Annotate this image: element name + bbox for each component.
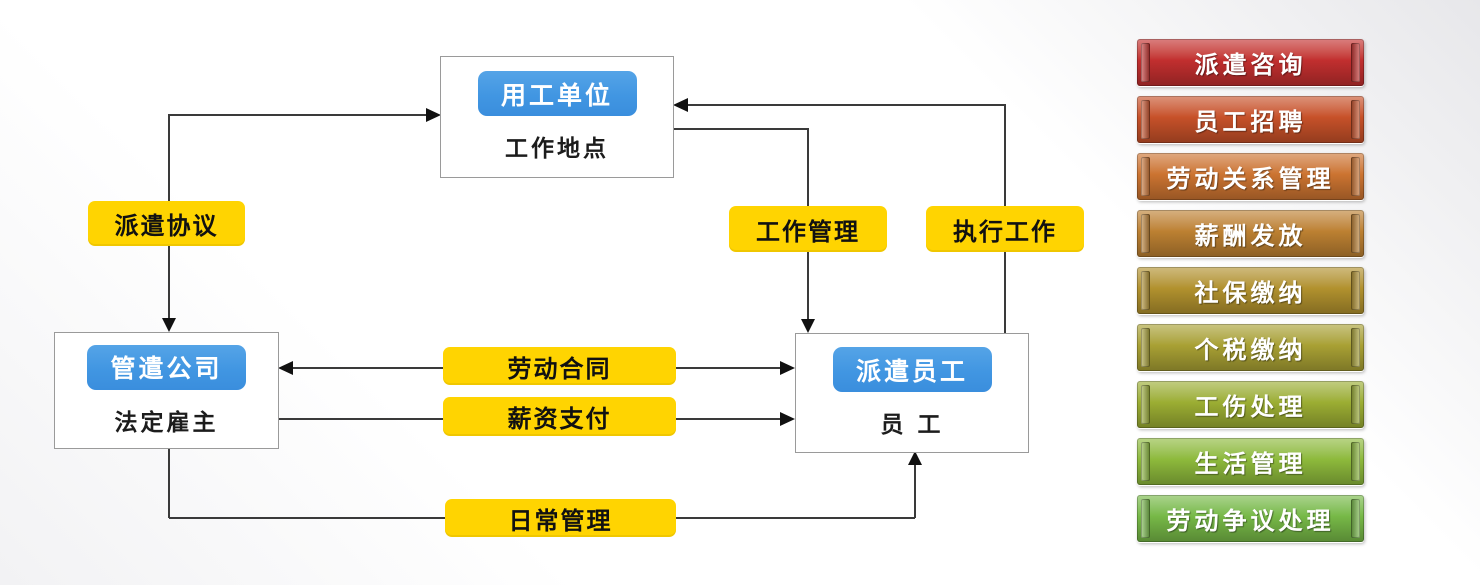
arrowhead	[426, 108, 441, 122]
connector-line	[914, 464, 916, 518]
arrowhead	[780, 361, 795, 375]
node-dispatch-agency: 管遣公司 法定雇主	[54, 332, 279, 449]
service-bar-label: 社保缴纳	[1194, 278, 1307, 307]
service-bar-income-tax-payment: 个税缴纳	[1137, 324, 1364, 371]
connector-line	[687, 104, 1005, 106]
connector-line	[672, 128, 809, 130]
edge-label-daily-management: 日常管理	[445, 499, 676, 537]
arrowhead	[908, 451, 922, 465]
edge-label-salary-payment: 薪资支付	[443, 397, 676, 436]
edge-label-labor-contract: 劳动合同	[443, 347, 676, 385]
service-bar-label: 薪酬发放	[1194, 221, 1307, 250]
service-bar-label: 生活管理	[1194, 449, 1307, 478]
connector-line	[168, 447, 170, 518]
node-dispatched-worker: 派遣员工 员 工	[795, 333, 1029, 453]
service-bar-label: 派遣咨询	[1194, 50, 1307, 79]
arrowhead	[780, 412, 795, 426]
node-agency-subtitle: 法定雇主	[114, 409, 219, 436]
node-client-subtitle: 工作地点	[505, 136, 609, 162]
service-bar-life-management: 生活管理	[1137, 438, 1364, 485]
service-bar-label: 工伤处理	[1194, 392, 1307, 421]
node-worker-title-button: 派遣员工	[832, 347, 992, 392]
service-bar-work-injury-handling: 工伤处理	[1137, 381, 1364, 428]
service-bar-labor-relation-management: 劳动关系管理	[1137, 153, 1364, 200]
service-list: 派遣咨询 员工招聘 劳动关系管理 薪酬发放 社保缴纳 个税缴纳 工伤处理 生活管…	[1137, 39, 1364, 542]
node-client-company: 用工单位 工作地点	[440, 56, 674, 178]
service-bar-staff-recruitment: 员工招聘	[1137, 96, 1364, 143]
node-client-title-button: 用工单位	[477, 71, 637, 116]
service-bar-social-insurance-payment: 社保缴纳	[1137, 267, 1364, 314]
arrowhead	[278, 361, 293, 375]
node-agency-title-button: 管遣公司	[87, 344, 246, 390]
arrowhead	[801, 319, 815, 333]
service-bar-label: 员工招聘	[1194, 107, 1307, 136]
service-bar-label: 个税缴纳	[1194, 335, 1307, 364]
connector-line	[169, 114, 427, 116]
edge-label-dispatch-agreement: 派遣协议	[88, 201, 245, 246]
node-worker-subtitle: 员 工	[880, 412, 944, 438]
arrowhead	[162, 318, 176, 332]
service-bar-dispatch-consulting: 派遣咨询	[1137, 39, 1364, 86]
service-bar-label: 劳动争议处理	[1166, 506, 1335, 535]
arrowhead	[673, 98, 688, 112]
edge-label-work-management: 工作管理	[729, 206, 887, 252]
edge-label-execute-work: 执行工作	[926, 206, 1084, 252]
service-bar-labor-dispute-handling: 劳动争议处理	[1137, 495, 1364, 542]
service-bar-label: 劳动关系管理	[1166, 164, 1335, 193]
service-bar-payroll-distribution: 薪酬发放	[1137, 210, 1364, 257]
